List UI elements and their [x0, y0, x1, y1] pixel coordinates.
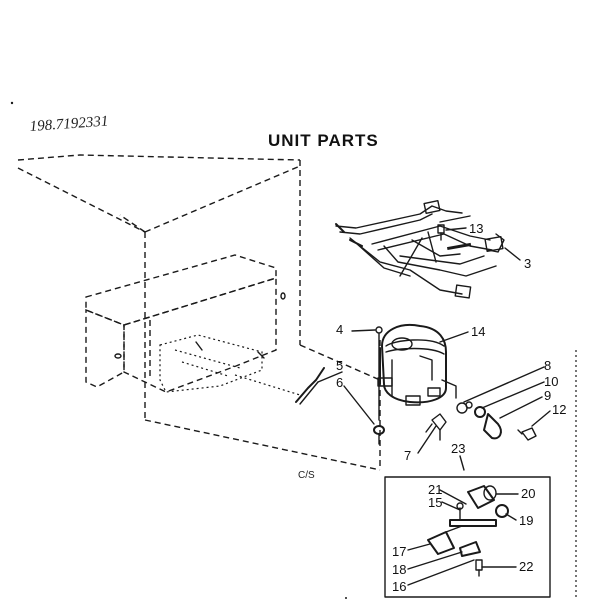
callout-20: 20 [521, 486, 535, 501]
callout-14: 14 [471, 324, 485, 339]
callout-15: 15 [428, 495, 442, 510]
page-title: UNIT PARTS [268, 131, 379, 150]
model-number: 198.7192331 [29, 114, 109, 135]
callout-13: 13 [469, 221, 483, 236]
callout-9: 9 [544, 388, 551, 403]
relay [425, 413, 447, 441]
sheet-code: C/S [298, 470, 315, 481]
callout-12: 12 [552, 402, 566, 417]
callout-23: 23 [451, 441, 465, 456]
parts-box-23 [384, 476, 551, 598]
screw-13 [437, 224, 445, 241]
machine-compartment [85, 254, 301, 396]
drier [295, 367, 325, 405]
callout-18: 18 [392, 562, 406, 577]
overload-and-terminals [456, 401, 537, 441]
leader-lines [317, 227, 551, 586]
callout-17: 17 [392, 544, 406, 559]
callout-16: 16 [392, 579, 406, 594]
cabinet-outline [17, 154, 381, 471]
compressor [377, 324, 457, 406]
callout-4: 4 [336, 322, 343, 337]
callout-5: 5 [336, 358, 343, 373]
callout-3: 3 [524, 256, 531, 271]
wiring-harness [335, 199, 505, 299]
callout-21: 21 [428, 482, 442, 497]
scan-edge [10, 101, 577, 600]
mounting-hardware [373, 326, 385, 445]
callout-10: 10 [544, 374, 558, 389]
callout-8: 8 [544, 358, 551, 373]
callout-7: 7 [404, 448, 411, 463]
callout-6: 6 [336, 375, 343, 390]
callout-19: 19 [519, 513, 533, 528]
callout-22: 22 [519, 559, 533, 574]
